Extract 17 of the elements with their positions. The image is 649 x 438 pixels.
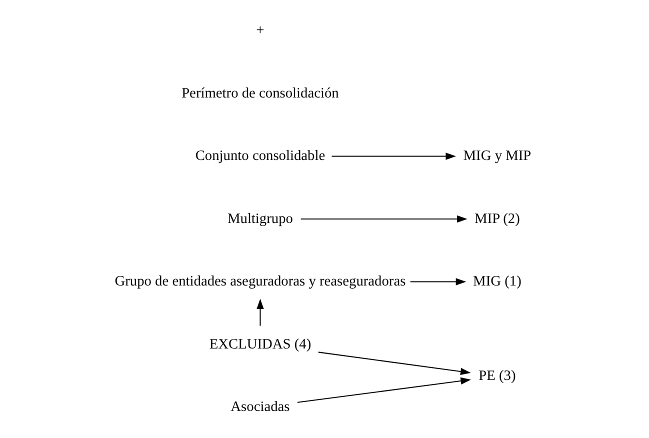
node-text: MIG (1) <box>472 274 521 290</box>
arrow <box>331 152 456 160</box>
node-text: Multigrupo <box>226 210 292 227</box>
node-text: Asociadas <box>230 398 290 415</box>
node-text: Grupo de entidades aseguradoras y reaseguradoras <box>114 274 406 290</box>
node-text: MIG y MIP <box>462 148 531 164</box>
node-text: PE (3) <box>478 368 516 384</box>
node-text: Conjunto consolidable <box>194 148 325 164</box>
node-text: Perímetro de consolidación <box>181 85 338 102</box>
arrow <box>410 278 466 286</box>
arrow <box>318 352 470 376</box>
node-text: MIP (2) <box>474 210 520 227</box>
arrow <box>300 215 467 223</box>
node-text: EXCLUIDAS (4) <box>208 336 311 352</box>
arrow <box>296 377 470 403</box>
arrow <box>256 298 264 326</box>
label: + <box>256 22 264 39</box>
